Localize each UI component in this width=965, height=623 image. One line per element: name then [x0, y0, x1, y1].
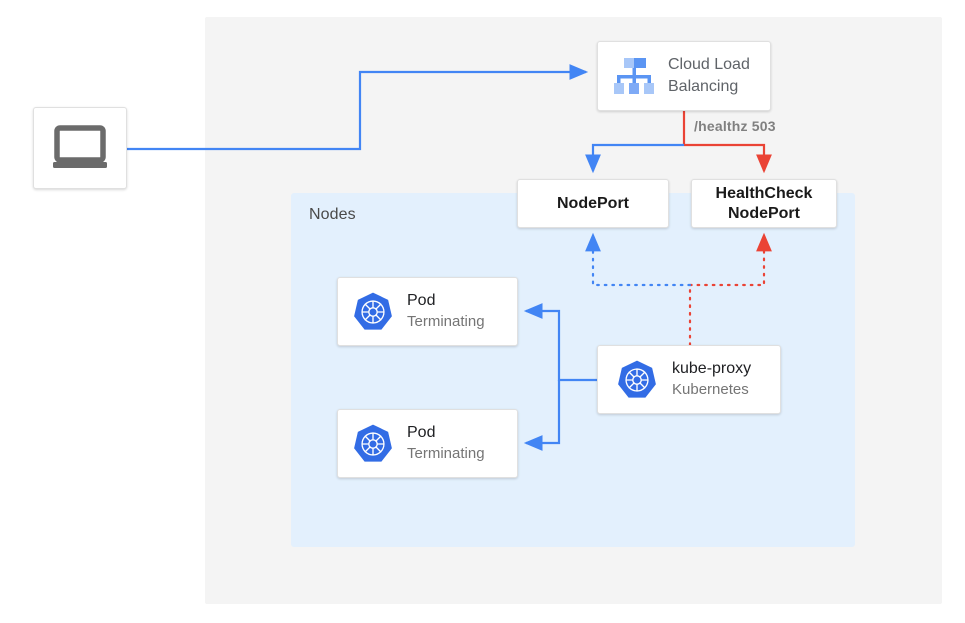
- cloud-load-balancing-icon: [610, 54, 658, 98]
- pod-status: Terminating: [407, 445, 485, 463]
- kubernetes-icon: [616, 359, 658, 401]
- healthz-status-label: /healthz 503: [694, 118, 776, 134]
- kube-proxy-subtitle: Kubernetes: [672, 381, 749, 399]
- kube-proxy-title: kube-proxy: [672, 360, 752, 378]
- pod-node-1[interactable]: Pod Terminating: [337, 277, 518, 346]
- nodes-panel-label: Nodes: [309, 206, 356, 223]
- kubernetes-icon: [352, 423, 394, 465]
- cloud-load-balancing-node[interactable]: Cloud Load Balancing: [597, 41, 771, 111]
- healthcheck-nodeport-box[interactable]: HealthCheck NodePort: [691, 179, 837, 228]
- nodeport-label: NodePort: [557, 194, 629, 212]
- pod-title: Pod: [407, 292, 436, 310]
- nodeport-box[interactable]: NodePort: [517, 179, 669, 228]
- kube-proxy-node[interactable]: kube-proxy Kubernetes: [597, 345, 781, 414]
- pod-node-2[interactable]: Pod Terminating: [337, 409, 518, 478]
- laptop-icon: [51, 124, 109, 172]
- cloud-load-balancing-label: Cloud Load Balancing: [668, 56, 750, 95]
- pod-status: Terminating: [407, 313, 485, 331]
- pod-title: Pod: [407, 424, 436, 442]
- healthcheck-nodeport-label: HealthCheck NodePort: [715, 185, 813, 222]
- kubernetes-icon: [352, 291, 394, 333]
- client-node[interactable]: [33, 107, 127, 189]
